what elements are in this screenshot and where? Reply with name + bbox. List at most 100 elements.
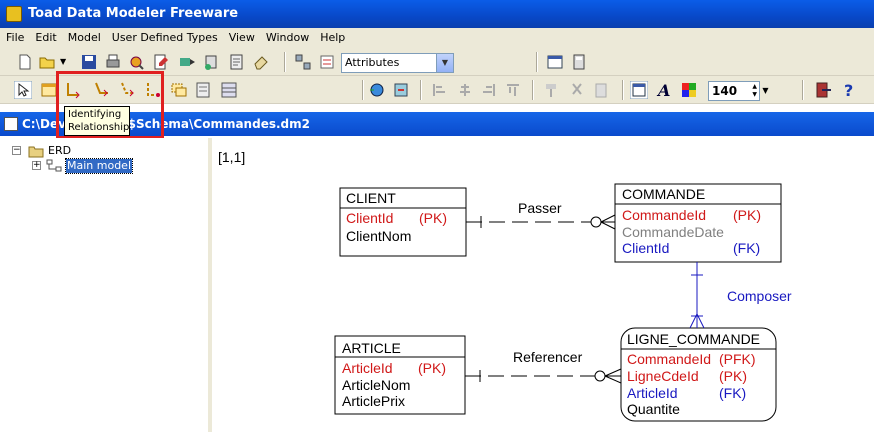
zoom-value: 140 (712, 84, 738, 98)
zoom-dropdown-icon[interactable]: ▼ (762, 86, 769, 95)
save-icon[interactable] (80, 53, 98, 71)
ligne-attr-key: (PK) (719, 368, 747, 384)
app-icon (6, 6, 22, 22)
calculator-icon[interactable] (570, 53, 588, 71)
refresh-model-icon[interactable] (368, 81, 386, 99)
entity-ligne-commande-name: LIGNE_COMMANDE (627, 331, 760, 347)
toolbar-separator (420, 80, 422, 100)
pointer-icon[interactable] (14, 81, 32, 99)
entity-commande-name: COMMANDE (622, 186, 705, 202)
svg-text:?: ? (844, 81, 853, 99)
model-properties-icon[interactable] (546, 53, 564, 71)
align-left-icon[interactable] (430, 81, 448, 99)
diagram-canvas[interactable]: [1,1] CLIENT ClientId (PK) ClientNom COM… (216, 138, 874, 432)
toolbar-separator (622, 80, 624, 100)
tooltip: Identifying Relationship (64, 106, 130, 136)
align-right-icon[interactable] (480, 81, 498, 99)
tree-item-main-model[interactable]: + Main model (32, 158, 133, 174)
collapse-icon[interactable]: − (12, 145, 21, 155)
attributes-select-value: Attributes (345, 56, 400, 69)
relationship-referencer-label: Referencer (513, 349, 583, 365)
edit-doc-icon[interactable] (152, 53, 170, 71)
client-attr-key: (PK) (419, 210, 447, 226)
verify-icon[interactable] (128, 53, 146, 71)
color-icon[interactable] (680, 81, 698, 99)
print-icon[interactable] (104, 53, 122, 71)
reverse-icon[interactable] (202, 53, 220, 71)
toolbar-separator (362, 80, 364, 100)
show-entity-icon[interactable] (630, 81, 648, 99)
client-attr-name: ClientNom (346, 228, 411, 244)
exit-icon[interactable] (814, 81, 832, 99)
menu-file[interactable]: File (6, 31, 25, 44)
article-attr-name: ArticleNom (342, 377, 410, 393)
new-file-icon[interactable] (16, 53, 34, 71)
self-relationship-icon[interactable] (144, 81, 162, 99)
identifying-relationship-icon[interactable] (64, 81, 82, 99)
layout-icon[interactable] (294, 53, 312, 71)
cut-icon[interactable] (568, 81, 586, 99)
er-diagram: [1,1] CLIENT ClientId (PK) ClientNom COM… (218, 149, 792, 422)
diagram-toolbar: A 140 ▲▼ ▼ ? (0, 76, 874, 104)
tree-item-erd-label: ERD (48, 144, 72, 157)
attributes-select[interactable]: Attributes ▼ (341, 53, 454, 73)
paste-icon[interactable] (592, 81, 610, 99)
menu-help[interactable]: Help (320, 31, 346, 44)
relationship-referencer[interactable]: Referencer (465, 349, 622, 384)
document-icon (4, 117, 18, 131)
format-painter-icon[interactable] (542, 81, 560, 99)
ligne-attr-name: ArticleId (627, 385, 678, 401)
font-icon[interactable]: A (656, 81, 674, 99)
menu-user-defined-types[interactable]: User Defined Types (111, 31, 218, 44)
expand-icon[interactable]: + (32, 160, 41, 170)
informative-relationship-icon[interactable] (118, 81, 136, 99)
convert-model-icon[interactable] (392, 81, 410, 99)
menu-window[interactable]: Window (265, 31, 310, 44)
generate-icon[interactable] (178, 53, 196, 71)
title-bar: Toad Data Modeler Freeware (0, 0, 874, 28)
toolbar-separator (532, 80, 534, 100)
relationship-passer-label: Passer (518, 200, 562, 216)
chevron-down-icon[interactable]: ▼ (436, 54, 453, 72)
entity-ligne-commande[interactable]: LIGNE_COMMANDE CommandeId (PFK) LigneCde… (620, 327, 777, 422)
tooltip-line-1: Identifying (68, 109, 122, 120)
spin-icon[interactable]: ▲▼ (752, 83, 757, 98)
non-identifying-relationship-icon[interactable] (92, 81, 110, 99)
category-tool-icon[interactable] (220, 81, 238, 99)
eraser-icon[interactable] (252, 53, 270, 71)
highlight-box (56, 71, 164, 139)
report-icon[interactable] (228, 53, 246, 71)
toolbar-separator (802, 80, 804, 100)
relationship-composer-label: Composer (727, 288, 792, 304)
align-icon[interactable] (318, 53, 336, 71)
note-tool-icon[interactable] (194, 81, 212, 99)
canvas-coordinates: [1,1] (218, 149, 245, 165)
menu-bar: File Edit Model User Defined Types View Windo… (0, 28, 874, 48)
zoom-input[interactable]: 140 ▲▼ (708, 81, 760, 101)
tree-item-main-model-label: Main model (65, 158, 133, 174)
menu-edit[interactable]: Edit (35, 31, 57, 44)
open-dropdown-icon[interactable]: ▼ (60, 57, 67, 66)
align-top-icon[interactable] (504, 81, 522, 99)
menu-view[interactable]: View (228, 31, 255, 44)
entity-article[interactable]: ARTICLE ArticleId (PK) ArticleNom Articl… (334, 335, 466, 415)
ligne-attr-name: Quantite (627, 401, 680, 417)
help-icon[interactable]: ? (840, 81, 858, 99)
entity-commande[interactable]: COMMANDE CommandeId (PK) CommandeDate Cl… (614, 183, 782, 263)
relationship-passer[interactable]: Passer (466, 200, 616, 230)
commande-attr-name: CommandeId (622, 207, 706, 223)
ligne-attr-key: (PFK) (719, 351, 756, 367)
toolbar-separator (536, 52, 538, 72)
article-attr-name: ArticleId (342, 360, 393, 376)
folder-icon (28, 146, 44, 158)
view-tool-icon[interactable] (170, 81, 188, 99)
article-attr-name: ArticlePrix (342, 393, 405, 409)
relationship-composer[interactable]: Composer (689, 262, 792, 329)
menu-model[interactable]: Model (67, 31, 101, 44)
entity-client[interactable]: CLIENT ClientId (PK) ClientNom (339, 187, 467, 257)
align-center-icon[interactable] (456, 81, 474, 99)
open-folder-icon[interactable] (38, 53, 56, 71)
tooltip-line-2: Relationship (68, 122, 130, 133)
client-attr-name: ClientId (346, 210, 393, 226)
